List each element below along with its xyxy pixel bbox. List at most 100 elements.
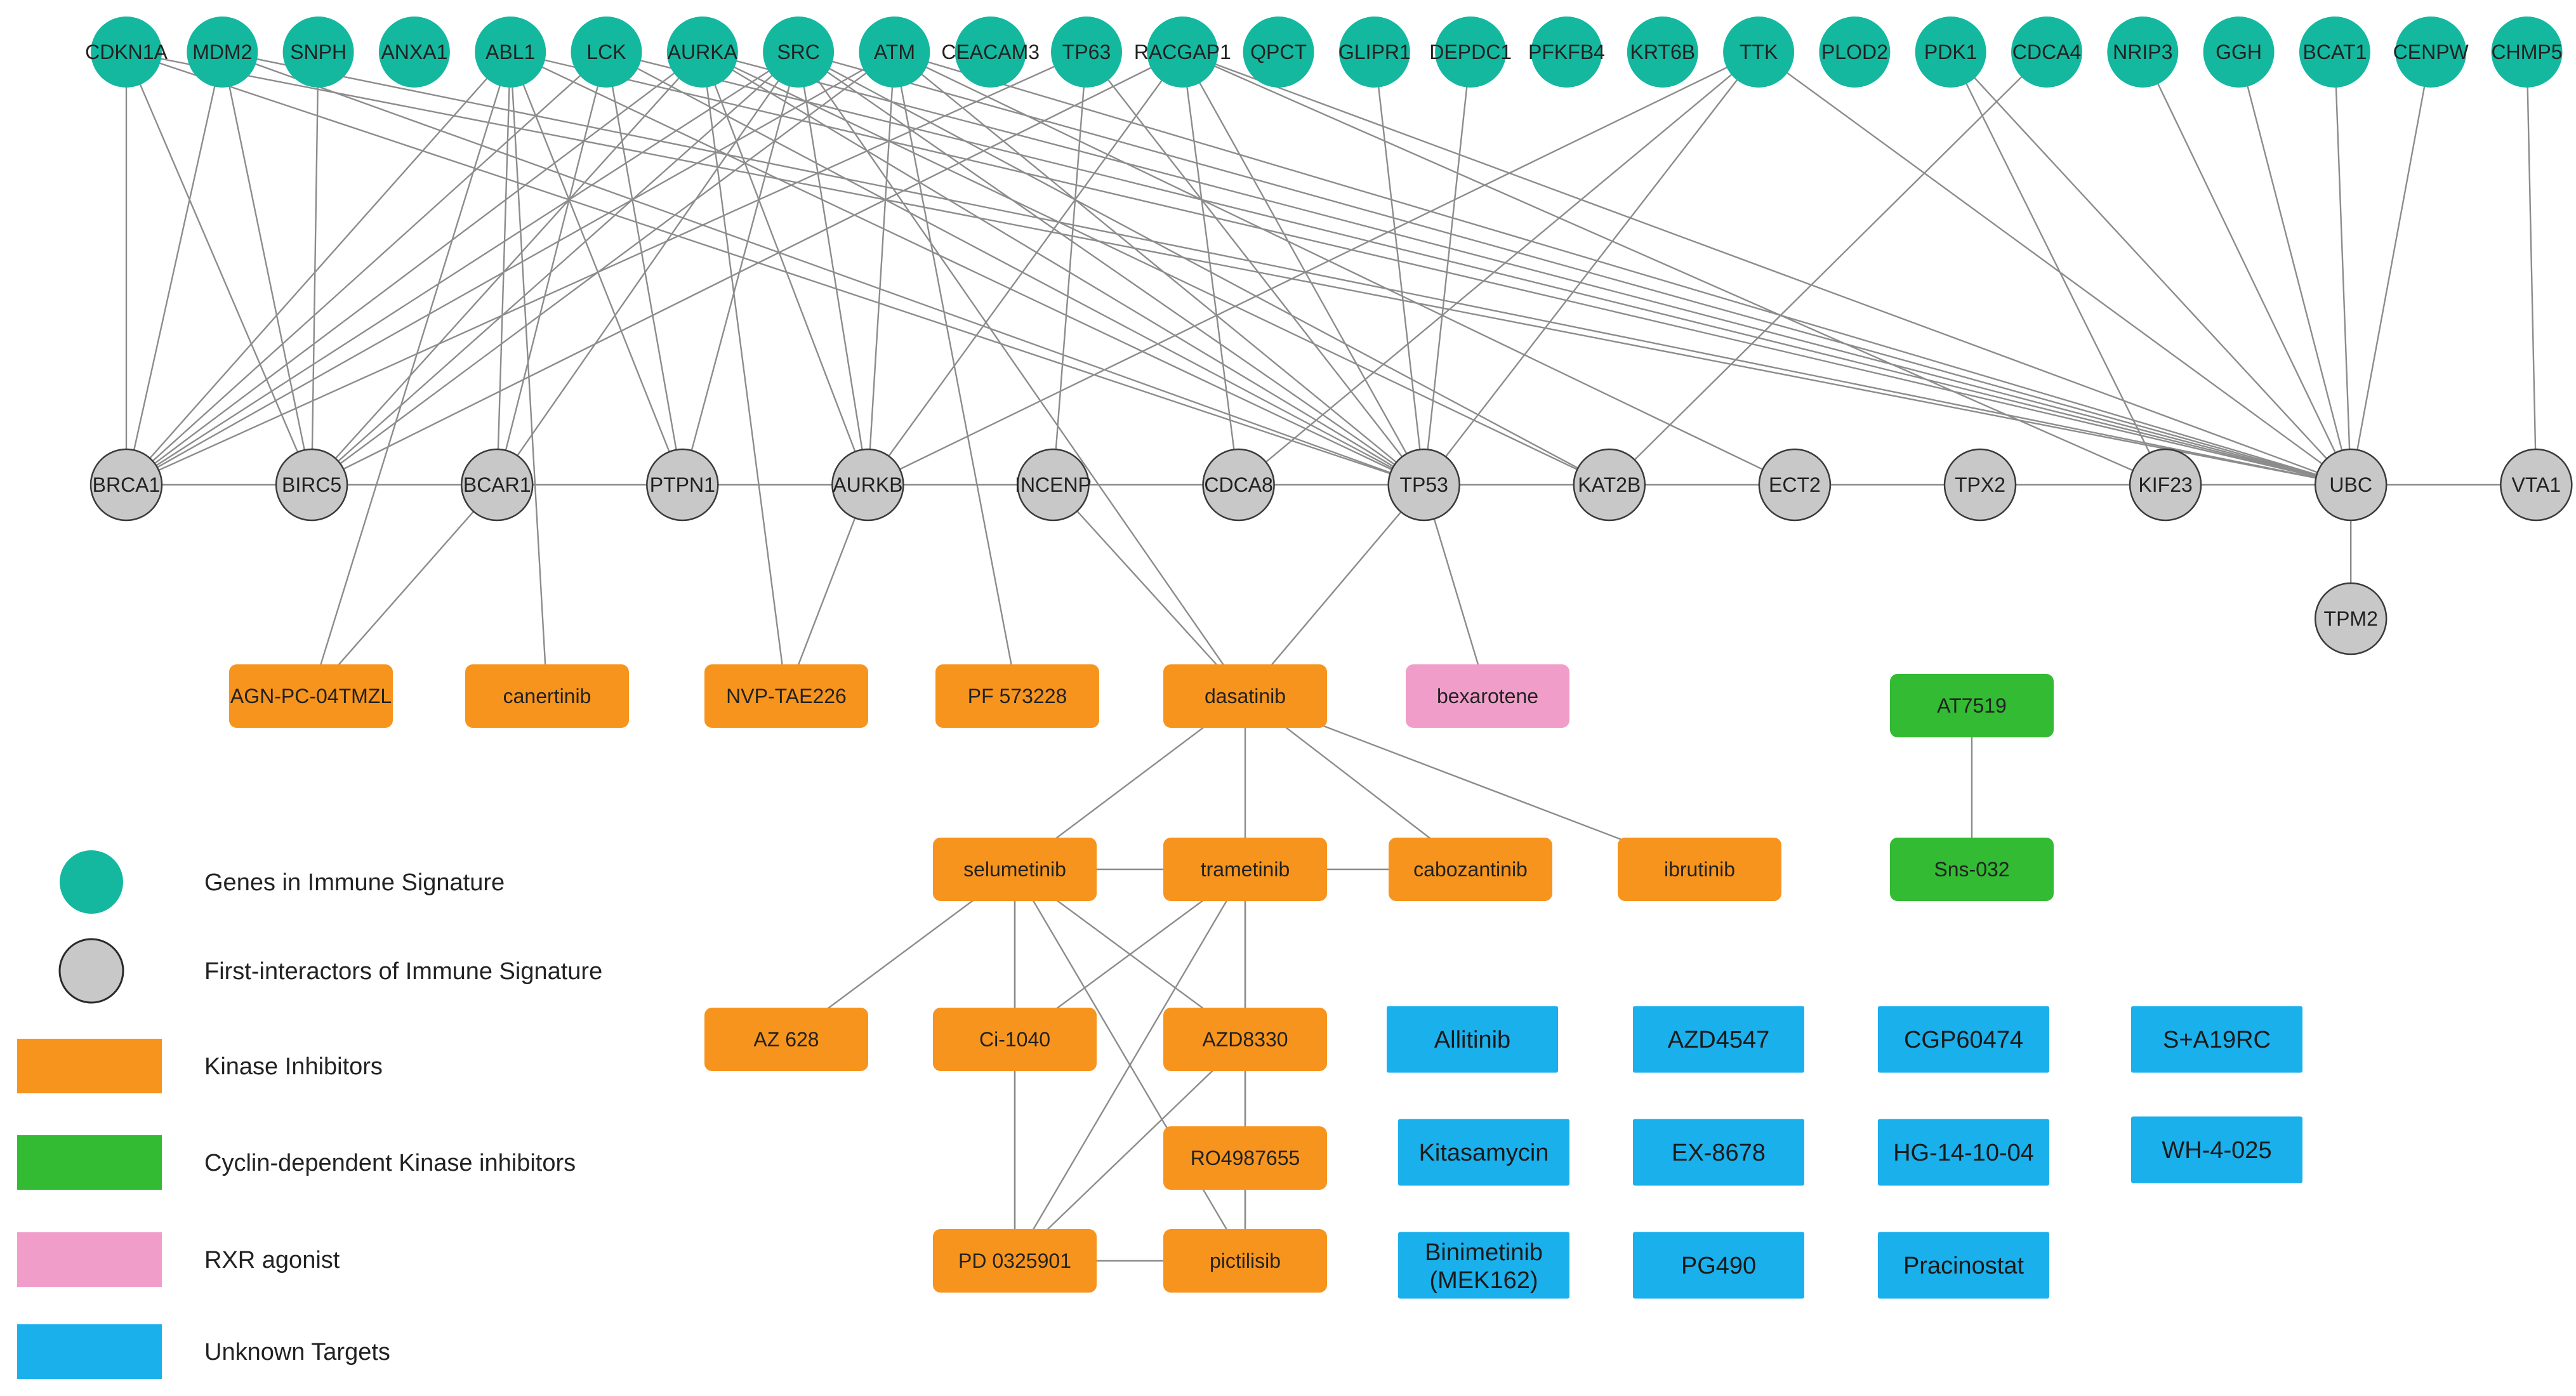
interactor-node-vta1[interactable]: VTA1 bbox=[2500, 448, 2573, 522]
drug-node-az628[interactable]: AZ 628 bbox=[704, 1008, 868, 1071]
gene-node-plod2[interactable]: PLOD2 bbox=[1819, 16, 1891, 88]
edge-src-birc5 bbox=[311, 51, 799, 485]
drug-node-nvp[interactable]: NVP-TAE226 bbox=[704, 664, 868, 728]
drug-node-canertinib[interactable]: canertinib bbox=[465, 664, 629, 728]
drug-label: Allitinib bbox=[1434, 1027, 1510, 1053]
gene-label: QPCT bbox=[1250, 41, 1307, 63]
interactor-node-tpm2[interactable]: TPM2 bbox=[2314, 582, 2388, 655]
gene-node-aurka[interactable]: AURKA bbox=[666, 16, 738, 88]
drug-label: AT7519 bbox=[1937, 694, 2007, 717]
interactor-node-tpx2[interactable]: TPX2 bbox=[1943, 448, 2017, 522]
edge-chmp5-vta1 bbox=[2526, 51, 2537, 485]
gene-label: RACGAP1 bbox=[1134, 41, 1231, 63]
gene-node-src[interactable]: SRC bbox=[763, 16, 835, 88]
gene-label: CDCA4 bbox=[2012, 41, 2081, 63]
interactor-node-brca1[interactable]: BRCA1 bbox=[89, 448, 163, 522]
drug-box bbox=[2131, 1006, 2302, 1073]
gene-node-ggh[interactable]: GGH bbox=[2203, 16, 2275, 88]
interactor-node-birc5[interactable]: BIRC5 bbox=[275, 448, 348, 522]
gene-node-chmp5[interactable]: CHMP5 bbox=[2491, 16, 2563, 88]
gene-label: GLIPR1 bbox=[1338, 41, 1411, 63]
interactor-node-kif23[interactable]: KIF23 bbox=[2129, 448, 2202, 522]
gene-node-pdk1[interactable]: PDK1 bbox=[1915, 16, 1986, 88]
drug-box bbox=[1878, 1232, 2049, 1299]
gene-node-depdc1[interactable]: DEPDC1 bbox=[1429, 16, 1512, 88]
drug-node-kitasamycin[interactable]: Kitasamycin bbox=[1398, 1119, 1569, 1186]
interactor-node-cdca8[interactable]: CDCA8 bbox=[1202, 448, 1275, 522]
drug-node-ibrutinib[interactable]: ibrutinib bbox=[1618, 838, 1781, 901]
gene-node-qpct[interactable]: QPCT bbox=[1243, 16, 1314, 88]
drug-label-line: (MEK162) bbox=[1429, 1267, 1538, 1294]
gene-node-cenpw[interactable]: CENPW bbox=[2393, 16, 2469, 88]
gene-node-cdkn1a[interactable]: CDKN1A bbox=[85, 16, 168, 88]
interactor-node-aurkb[interactable]: AURKB bbox=[831, 448, 904, 522]
drug-node-pd[interactable]: PD 0325901 bbox=[933, 1229, 1097, 1293]
interactor-label: KIF23 bbox=[2138, 473, 2192, 496]
gene-node-anxa1[interactable]: ANXA1 bbox=[378, 16, 450, 88]
edge-tp53-bexarotene bbox=[1423, 484, 1489, 697]
gene-node-ceacam3[interactable]: CEACAM3 bbox=[941, 16, 1040, 88]
drug-node-wh[interactable]: WH-4-025 bbox=[2131, 1116, 2302, 1183]
drug-box bbox=[933, 838, 1097, 901]
interactor-node-ect2[interactable]: ECT2 bbox=[1758, 448, 1832, 522]
interactor-node-tp53[interactable]: TP53 bbox=[1387, 448, 1460, 522]
gene-node-tp63[interactable]: TP63 bbox=[1051, 16, 1122, 88]
drug-box bbox=[2131, 1116, 2302, 1183]
gene-node-snph[interactable]: SNPH bbox=[282, 16, 354, 88]
edge-bcat1-ubc bbox=[2334, 51, 2352, 485]
gene-node-abl1[interactable]: ABL1 bbox=[475, 16, 546, 88]
gene-node-atm[interactable]: ATM bbox=[859, 16, 930, 88]
edge-aurkb-nvp bbox=[785, 484, 869, 697]
legend-swatch bbox=[58, 938, 124, 1004]
gene-node-cdca4[interactable]: CDCA4 bbox=[2011, 16, 2082, 88]
gene-node-nrip3[interactable]: NRIP3 bbox=[2107, 16, 2179, 88]
gene-node-racgap1[interactable]: RACGAP1 bbox=[1134, 16, 1231, 88]
edge-atm-brca1 bbox=[126, 51, 895, 486]
drug-node-trametinib[interactable]: trametinib bbox=[1163, 838, 1327, 901]
drug-node-pracinostat[interactable]: Pracinostat bbox=[1878, 1232, 2049, 1299]
drug-node-sa19rc[interactable]: S+A19RC bbox=[2131, 1006, 2302, 1073]
gene-circle bbox=[475, 16, 546, 88]
gene-node-bcat1[interactable]: BCAT1 bbox=[2299, 16, 2370, 88]
edge-atm-tp53 bbox=[894, 51, 1425, 485]
gene-node-glipr1[interactable]: GLIPR1 bbox=[1338, 16, 1411, 88]
gene-node-lck[interactable]: LCK bbox=[571, 16, 642, 88]
interactor-node-bcar1[interactable]: BCAR1 bbox=[460, 448, 534, 522]
gene-circle bbox=[1338, 16, 1410, 88]
interactor-node-ubc[interactable]: UBC bbox=[2314, 448, 2388, 522]
interactor-node-incenp[interactable]: INCENP bbox=[1015, 448, 1092, 522]
drug-node-cgp[interactable]: CGP60474 bbox=[1878, 1006, 2049, 1073]
gene-label: BCAT1 bbox=[2303, 41, 2367, 63]
drug-node-pictilisib[interactable]: pictilisib bbox=[1163, 1229, 1327, 1293]
edge-pdk1-ubc bbox=[1950, 51, 2352, 485]
drug-node-allitinib[interactable]: Allitinib bbox=[1387, 1006, 1558, 1073]
drug-node-azd4547[interactable]: AZD4547 bbox=[1633, 1006, 1804, 1073]
drug-node-ex8678[interactable]: EX-8678 bbox=[1633, 1119, 1804, 1186]
drug-node-cabozantinib[interactable]: cabozantinib bbox=[1389, 838, 1552, 901]
gene-node-ttk[interactable]: TTK bbox=[1723, 16, 1795, 88]
gene-node-pfkfb4[interactable]: PFKFB4 bbox=[1528, 16, 1605, 88]
interactor-node-kat2b[interactable]: KAT2B bbox=[1573, 448, 1646, 522]
interactor-node-ptpn1[interactable]: PTPN1 bbox=[646, 448, 719, 522]
drug-node-ro[interactable]: RO4987655 bbox=[1163, 1126, 1327, 1190]
drug-node-dasatinib[interactable]: dasatinib bbox=[1163, 664, 1327, 728]
drug-node-agn[interactable]: AGN-PC-04TMZL bbox=[229, 664, 393, 728]
gene-label: NRIP3 bbox=[2113, 41, 2172, 63]
drug-node-ci1040[interactable]: Ci-1040 bbox=[933, 1008, 1097, 1071]
drug-node-azd8330[interactable]: AZD8330 bbox=[1163, 1008, 1327, 1071]
legend-item-interactor: First-interactors of Immune Signature bbox=[58, 938, 602, 1004]
drug-node-sns032[interactable]: Sns-032 bbox=[1890, 838, 2054, 901]
drug-node-selumetinib[interactable]: selumetinib bbox=[933, 838, 1097, 901]
interactor-circle bbox=[1017, 448, 1090, 522]
drug-box bbox=[1398, 1119, 1569, 1186]
drug-node-bexarotene[interactable]: bexarotene bbox=[1406, 664, 1569, 728]
edge-src-bcar1 bbox=[496, 51, 800, 485]
gene-node-mdm2[interactable]: MDM2 bbox=[187, 16, 258, 88]
gene-node-krt6b[interactable]: KRT6B bbox=[1627, 16, 1698, 88]
drug-box bbox=[933, 1008, 1097, 1071]
drug-node-pf[interactable]: PF 573228 bbox=[935, 664, 1099, 728]
drug-node-at7519[interactable]: AT7519 bbox=[1890, 674, 2054, 737]
drug-node-binimetinib[interactable]: Binimetinib(MEK162) bbox=[1398, 1232, 1569, 1299]
drug-node-hg[interactable]: HG-14-10-04 bbox=[1878, 1119, 2049, 1186]
drug-node-pg490[interactable]: PG490 bbox=[1633, 1232, 1804, 1299]
